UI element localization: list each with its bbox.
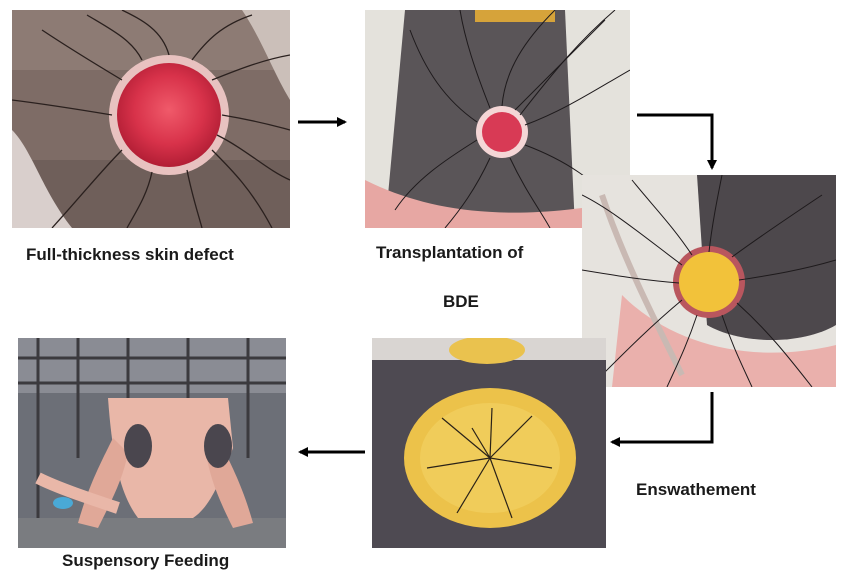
arrow-sutured-to-enswathement — [612, 392, 712, 442]
label-transplantation-line1: Transplantation of — [376, 243, 523, 263]
arrow-transplant-to-sutured — [637, 115, 712, 168]
label-full-thickness-skin-defect: Full-thickness skin defect — [26, 245, 234, 265]
label-suspensory-feeding: Suspensory Feeding — [62, 551, 229, 571]
label-transplantation-line2: BDE — [443, 292, 479, 312]
label-enswathement: Enswathement — [636, 480, 756, 500]
